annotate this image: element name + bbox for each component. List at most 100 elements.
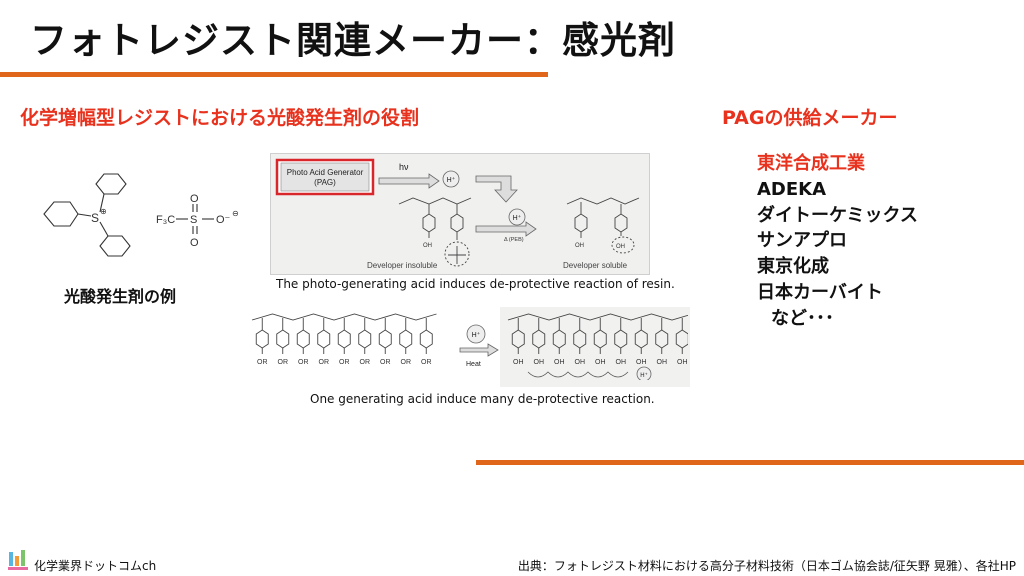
- peb-label: Δ (PEB): [504, 237, 524, 243]
- mechanism-top-caption: The photo-generating acid induces de-pro…: [276, 277, 675, 291]
- or-label: OR: [278, 359, 289, 366]
- catalytic-cycle-arrows: [527, 371, 629, 378]
- source-citation: 出典：フォトレジスト材料における高分子材料技術（日本ゴム協会誌/征矢野 晃雅）、…: [517, 559, 1016, 573]
- developer-insoluble-label: Developer insoluble: [367, 261, 438, 270]
- anion-o-top: O: [190, 193, 199, 205]
- phenyl-ring: [337, 329, 351, 349]
- h-plus-bottom: H⁺: [472, 331, 481, 339]
- developer-soluble-label: Developer soluble: [563, 261, 628, 270]
- phenyl-ring: [276, 329, 290, 349]
- or-label: OR: [380, 359, 391, 366]
- oh-label: OH: [616, 359, 627, 366]
- hv-arrow: [378, 173, 440, 189]
- phenyl-ring: [593, 329, 607, 349]
- phenyl-ring: [614, 329, 628, 349]
- hv-label: hν: [399, 162, 409, 172]
- oh-labels: OH OH OH OH OH OH OH OH OH: [513, 359, 688, 366]
- backbone: [507, 313, 688, 321]
- bottom-accent-rule: [476, 460, 1024, 465]
- oh-label: OH: [534, 359, 545, 366]
- phenyl-ring: [95, 173, 127, 195]
- supplier-item: ダイトーケミックス: [757, 204, 918, 226]
- phenyl-ring: [317, 329, 331, 349]
- mechanism-top-diagram: Photo Acid Generator (PAG) hν H⁺ H⁺ Δ (P…: [275, 158, 640, 270]
- page-title: フォトレジスト関連メーカー：感光剤: [30, 19, 676, 62]
- phenyl-ring: [255, 329, 269, 349]
- mechanism-figure-top: Photo Acid Generator (PAG) hν H⁺ H⁺ Δ (P…: [270, 153, 650, 275]
- pag-box-line1: Photo Acid Generator: [287, 168, 364, 177]
- phenyl-ring: [358, 329, 372, 349]
- oh-label: OH: [575, 359, 586, 366]
- or-label: OR: [360, 359, 371, 366]
- oh-label: OH: [513, 359, 524, 366]
- mechanism-bottom-caption: One generating acid induce many de-prote…: [310, 392, 655, 406]
- phenyl-ring: [634, 329, 648, 349]
- title-underline: [0, 72, 548, 77]
- oh-label: OH: [575, 243, 584, 249]
- supplier-item: 東洋合成工業: [757, 153, 865, 174]
- supplier-item: ADEKA: [757, 178, 827, 200]
- phenyl-ring: [552, 329, 566, 349]
- or-label: OR: [339, 359, 350, 366]
- phenyl-ring: [655, 329, 669, 349]
- mechanism-bottom-diagram: OR OR OR OR OR OR OR OR OR OH OH OH OH OH OH OH OH OH H⁺…: [251, 313, 688, 380]
- phenyl-ring: [675, 329, 688, 349]
- supplier-item: 東京化成: [757, 256, 829, 278]
- phenyl-ring: [296, 329, 310, 349]
- oh-label: OH: [616, 244, 625, 250]
- or-label: OR: [298, 359, 309, 366]
- anion-o-minus: O⁻: [216, 214, 231, 226]
- pag-role-heading: 化学増幅型レジストにおける光酸発生剤の役割: [20, 107, 420, 129]
- oh-label: OH: [657, 359, 668, 366]
- minus-charge: ⊖: [232, 209, 239, 218]
- oh-label: OH: [423, 243, 432, 249]
- mechanism-bottom-shade: [500, 307, 690, 387]
- protected-polymer: [251, 313, 437, 354]
- h-plus-circle: [636, 366, 652, 380]
- channel-logo-icon: [8, 550, 28, 570]
- phenyl-ring: [399, 329, 413, 349]
- phenyl-ring: [573, 329, 587, 349]
- phenyl-ring: [419, 329, 433, 349]
- supplier-list: 東洋合成工業 ADEKA ダイトーケミックス サンアプロ 東京化成 日本カーバイ…: [757, 151, 918, 332]
- or-label: OR: [319, 359, 330, 366]
- h-plus-1: H⁺: [447, 176, 456, 184]
- anion-cf3: F₃C: [156, 214, 175, 226]
- oh-label: OH: [554, 359, 565, 366]
- heat-label: Heat: [466, 361, 481, 368]
- plus-charge: ⊕: [100, 207, 107, 216]
- anion-s: S: [190, 214, 197, 226]
- h-plus-circle: [466, 324, 486, 344]
- supplier-etc: など･･･: [771, 307, 834, 329]
- backbone: [251, 313, 437, 321]
- peb-arrow: [475, 221, 537, 237]
- phenyl-ring: [532, 329, 546, 349]
- supplier-item: 日本カーバイト: [757, 281, 883, 303]
- phenyl-ring: [99, 235, 131, 257]
- anion-o-bottom: O: [190, 237, 199, 249]
- h-plus-2: H⁺: [513, 214, 522, 222]
- pag-box-line2: (PAG): [314, 178, 336, 187]
- sulfonium-s: S: [91, 211, 99, 225]
- pag-suppliers-heading: PAGの供給メーカー: [722, 107, 898, 129]
- pag-structure-diagram: S ⊕ F₃C S O O O⁻ ⊖: [43, 173, 239, 257]
- oh-label: OH: [677, 359, 688, 366]
- channel-name: 化学業界ドットコムch: [34, 559, 157, 573]
- or-label: OR: [401, 359, 412, 366]
- h-plus-circle: [508, 208, 526, 226]
- or-label: OR: [421, 359, 432, 366]
- phenyl-ring: [511, 329, 525, 349]
- acid-arrow: [475, 175, 518, 203]
- oh-label: OH: [595, 359, 606, 366]
- h-plus-cycle: H⁺: [640, 372, 648, 379]
- phenyl-ring: [43, 201, 79, 227]
- or-label: OR: [257, 359, 268, 366]
- heat-arrow: [459, 343, 499, 357]
- or-labels: OR OR OR OR OR OR OR OR OR: [257, 359, 432, 366]
- oh-label: OH: [636, 359, 647, 366]
- h-plus-circle: [442, 170, 460, 188]
- deprotected-polymer: [507, 313, 688, 354]
- supplier-item: サンアプロ: [757, 230, 847, 252]
- pag-example-caption: 光酸発生剤の例: [64, 287, 177, 306]
- phenyl-ring: [378, 329, 392, 349]
